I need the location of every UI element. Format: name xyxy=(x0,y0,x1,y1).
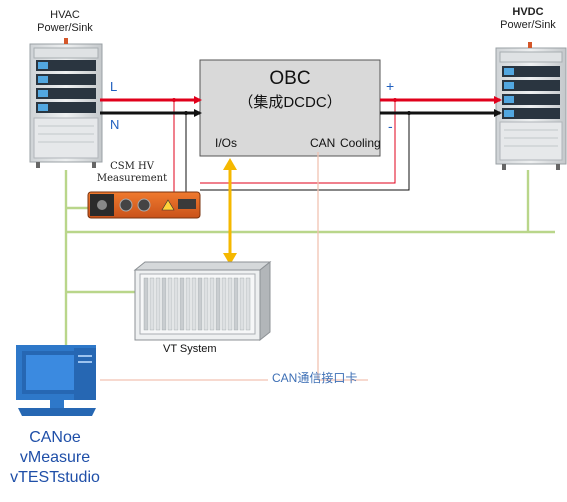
hvac-title-line2: Power/Sink xyxy=(37,21,93,34)
obc-title: OBC xyxy=(269,68,311,89)
tool-vteststudio: vTESTstudio xyxy=(10,469,100,486)
csm-label-line2: Measurement xyxy=(96,172,168,184)
vt-slot-card xyxy=(209,277,215,331)
hvac-title-line1: HVAC xyxy=(50,9,80,21)
computer-icon xyxy=(16,345,96,416)
dc-power-lines xyxy=(380,96,502,117)
dc-minus-label: - xyxy=(388,118,393,134)
vt-slot-card xyxy=(161,277,167,331)
vt-slot-card xyxy=(167,277,173,331)
hvac-rack xyxy=(29,38,103,168)
vt-slot-card xyxy=(179,277,185,331)
vt-slot-card xyxy=(149,277,155,331)
ac-line-L-label: L xyxy=(110,79,118,94)
hvdc-title-line2: Power/Sink xyxy=(500,18,556,31)
obc-can-label: CAN xyxy=(310,136,336,150)
vt-slot-card xyxy=(173,277,179,331)
csm-hv-module xyxy=(87,191,201,219)
obc-cooling-label: Cooling xyxy=(340,136,381,150)
csm-label-line1: CSM HV xyxy=(110,161,154,172)
csm-label: CSM HV Measurement xyxy=(96,161,168,184)
vt-slot-card xyxy=(221,277,227,331)
obc-box xyxy=(199,59,381,157)
hvdc-rack xyxy=(495,42,567,170)
vt-system-label: VT System xyxy=(163,343,217,355)
obc-subtitle: （集成DCDC） xyxy=(238,94,342,111)
vt-slot-card xyxy=(215,277,221,331)
vt-slot-card xyxy=(203,277,209,331)
hvdc-title: HVDC Power/Sink xyxy=(488,6,567,31)
vt-slot-card xyxy=(197,277,203,331)
vt-slot-card xyxy=(191,277,197,331)
vt-slot-card xyxy=(227,277,233,331)
vt-slot-card xyxy=(185,277,191,331)
vt-slot-card xyxy=(143,277,149,331)
hvdc-title-line1: HVDC xyxy=(512,6,544,18)
vt-system-chassis xyxy=(133,260,272,342)
vt-slot-card xyxy=(245,277,251,331)
io-double-arrow xyxy=(223,158,237,265)
ac-power-lines xyxy=(100,96,202,117)
obc-io-label: I/Os xyxy=(215,136,238,150)
tools-list: CANoe vMeasure vTESTstudio xyxy=(0,428,110,488)
green-wiring xyxy=(64,170,555,350)
ac-line-N-label: N xyxy=(110,117,120,132)
tool-vmeasure: vMeasure xyxy=(19,449,91,466)
can-card-label: CAN通信接口卡 xyxy=(272,371,358,385)
vt-slot-card xyxy=(155,277,161,331)
tool-canoe: CANoe xyxy=(29,429,81,446)
dc-plus-label: + xyxy=(386,78,395,94)
vt-slot-card xyxy=(233,277,239,331)
hvac-title: HVAC Power/Sink xyxy=(30,9,100,34)
vt-slot-card xyxy=(239,277,245,331)
